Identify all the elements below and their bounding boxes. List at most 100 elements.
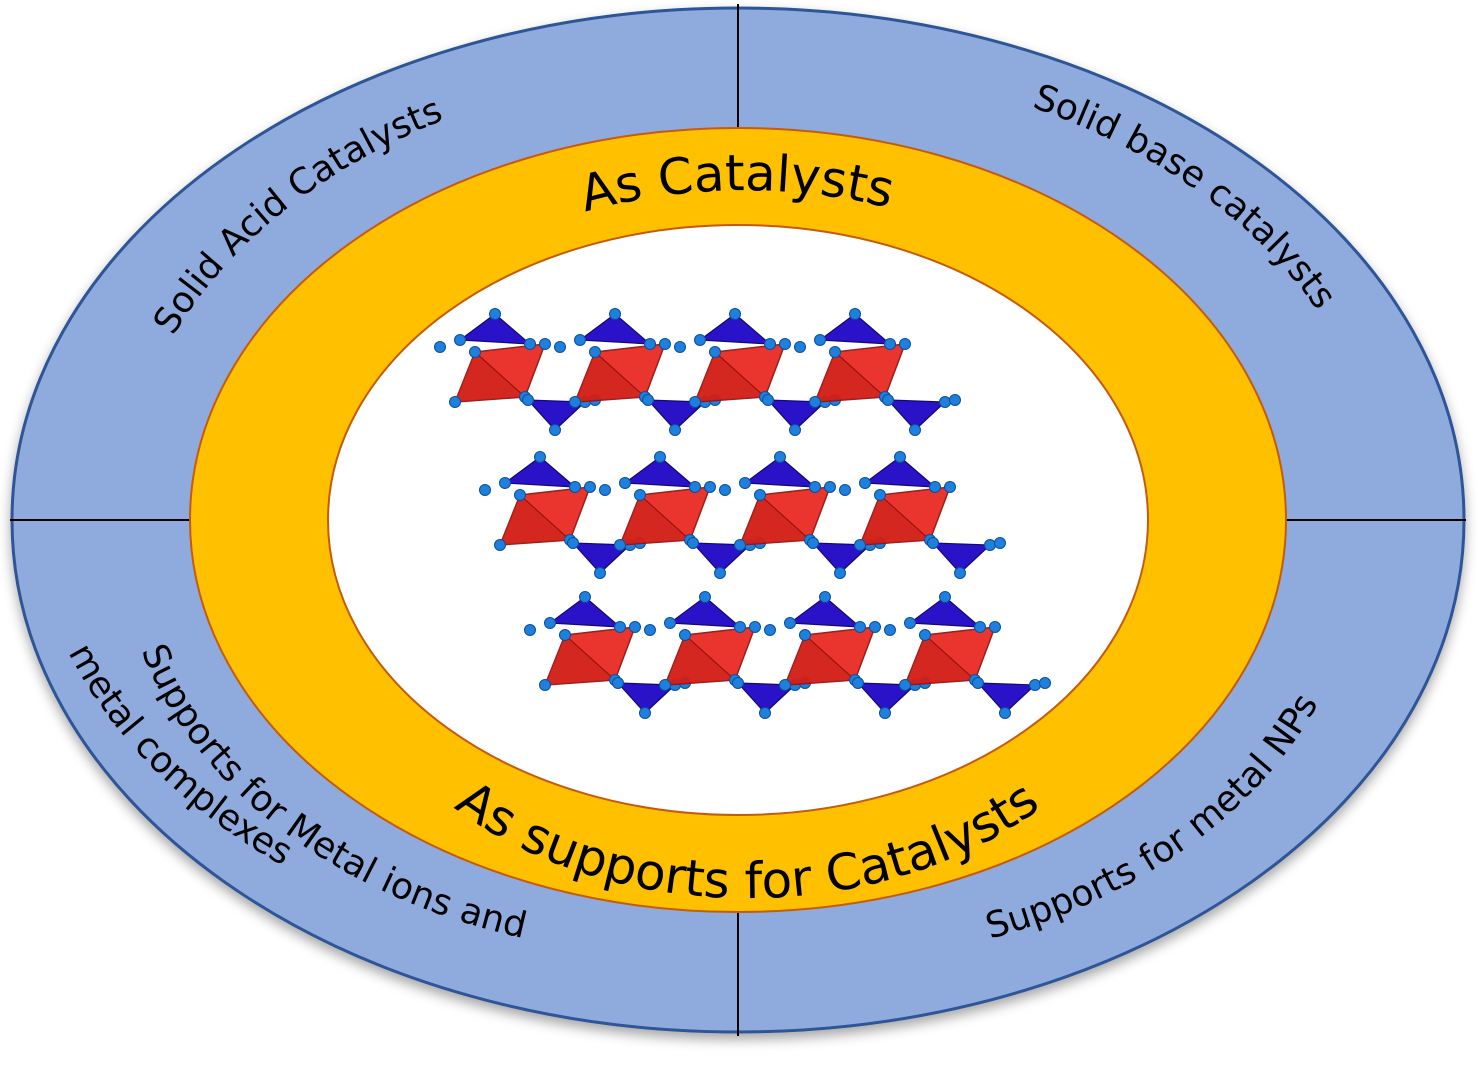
- atom: [989, 621, 1001, 633]
- atom: [514, 489, 526, 501]
- atom: [694, 334, 706, 346]
- atom: [939, 591, 951, 603]
- tetrahedron: [788, 596, 862, 628]
- atom: [732, 677, 744, 689]
- atom: [449, 396, 461, 408]
- atom: [949, 394, 961, 406]
- atom: [749, 621, 761, 633]
- octahedron-edge: [564, 634, 616, 681]
- atom: [679, 629, 691, 641]
- octahedron-edge: [759, 494, 811, 541]
- octahedron-edge: [714, 351, 766, 398]
- tetrahedron: [976, 682, 1037, 714]
- tetrahedron: [458, 313, 532, 345]
- atom: [904, 617, 916, 629]
- atom: [524, 338, 536, 350]
- tetrahedron: [863, 456, 937, 488]
- atom: [789, 424, 801, 436]
- octahedron-edge: [474, 351, 526, 398]
- atom: [874, 489, 886, 501]
- tetrahedron: [616, 682, 677, 714]
- octahedron-edge: [684, 634, 736, 681]
- octahedron-face: [860, 495, 930, 545]
- atom: [689, 481, 701, 493]
- atom: [999, 707, 1011, 719]
- tetrahedron: [526, 399, 587, 431]
- octahedron-face: [455, 352, 525, 402]
- atom: [614, 539, 626, 551]
- atom: [479, 484, 491, 496]
- atom: [549, 424, 561, 436]
- atom: [774, 451, 786, 463]
- atom: [869, 621, 881, 633]
- atom: [849, 308, 861, 320]
- atom: [614, 621, 626, 633]
- tetrahedron: [668, 596, 742, 628]
- octahedron-face: [695, 352, 765, 402]
- atom: [534, 451, 546, 463]
- atom: [929, 481, 941, 493]
- tetrahedron: [931, 542, 992, 574]
- atom: [629, 621, 641, 633]
- atom: [434, 341, 446, 353]
- atom: [1039, 677, 1051, 689]
- atom: [719, 484, 731, 496]
- octahedron-face: [665, 635, 735, 685]
- atom: [522, 394, 534, 406]
- atom: [699, 591, 711, 603]
- atom: [739, 477, 751, 489]
- atom: [704, 481, 716, 493]
- atom: [854, 539, 866, 551]
- atom: [884, 338, 896, 350]
- atom: [899, 338, 911, 350]
- atom: [909, 424, 921, 436]
- atom: [579, 591, 591, 603]
- atom: [759, 707, 771, 719]
- atom: [489, 308, 501, 320]
- tetrahedron: [818, 313, 892, 345]
- atom: [839, 484, 851, 496]
- octahedron-face: [785, 635, 855, 685]
- atom: [689, 396, 701, 408]
- atom: [954, 567, 966, 579]
- atom: [454, 334, 466, 346]
- atom: [974, 621, 986, 633]
- atom: [644, 338, 656, 350]
- atom: [734, 539, 746, 551]
- atom: [594, 567, 606, 579]
- tetrahedron: [698, 313, 772, 345]
- octahedron-edge: [834, 351, 886, 398]
- octahedron-edge: [924, 634, 976, 681]
- atom: [714, 567, 726, 579]
- atom: [984, 539, 996, 551]
- octahedron-edge: [639, 494, 691, 541]
- atom: [794, 341, 806, 353]
- atom: [609, 308, 621, 320]
- atom: [589, 346, 601, 358]
- tetrahedron: [908, 596, 982, 628]
- tetrahedron: [548, 596, 622, 628]
- octahedron-edge: [594, 351, 646, 398]
- tetrahedron: [766, 399, 827, 431]
- atom: [859, 477, 871, 489]
- octahedron-face: [740, 495, 810, 545]
- atom: [734, 621, 746, 633]
- atom: [994, 537, 1006, 549]
- atom: [814, 334, 826, 346]
- atom: [799, 629, 811, 641]
- atom: [852, 677, 864, 689]
- atom: [574, 334, 586, 346]
- atom: [764, 338, 776, 350]
- atom: [944, 481, 956, 493]
- atom: [539, 338, 551, 350]
- atom: [807, 537, 819, 549]
- atom: [674, 341, 686, 353]
- atom: [854, 621, 866, 633]
- atom: [687, 537, 699, 549]
- atom: [659, 679, 671, 691]
- atom: [819, 591, 831, 603]
- atom: [729, 308, 741, 320]
- atom: [779, 679, 791, 691]
- octahedron-edge: [519, 494, 571, 541]
